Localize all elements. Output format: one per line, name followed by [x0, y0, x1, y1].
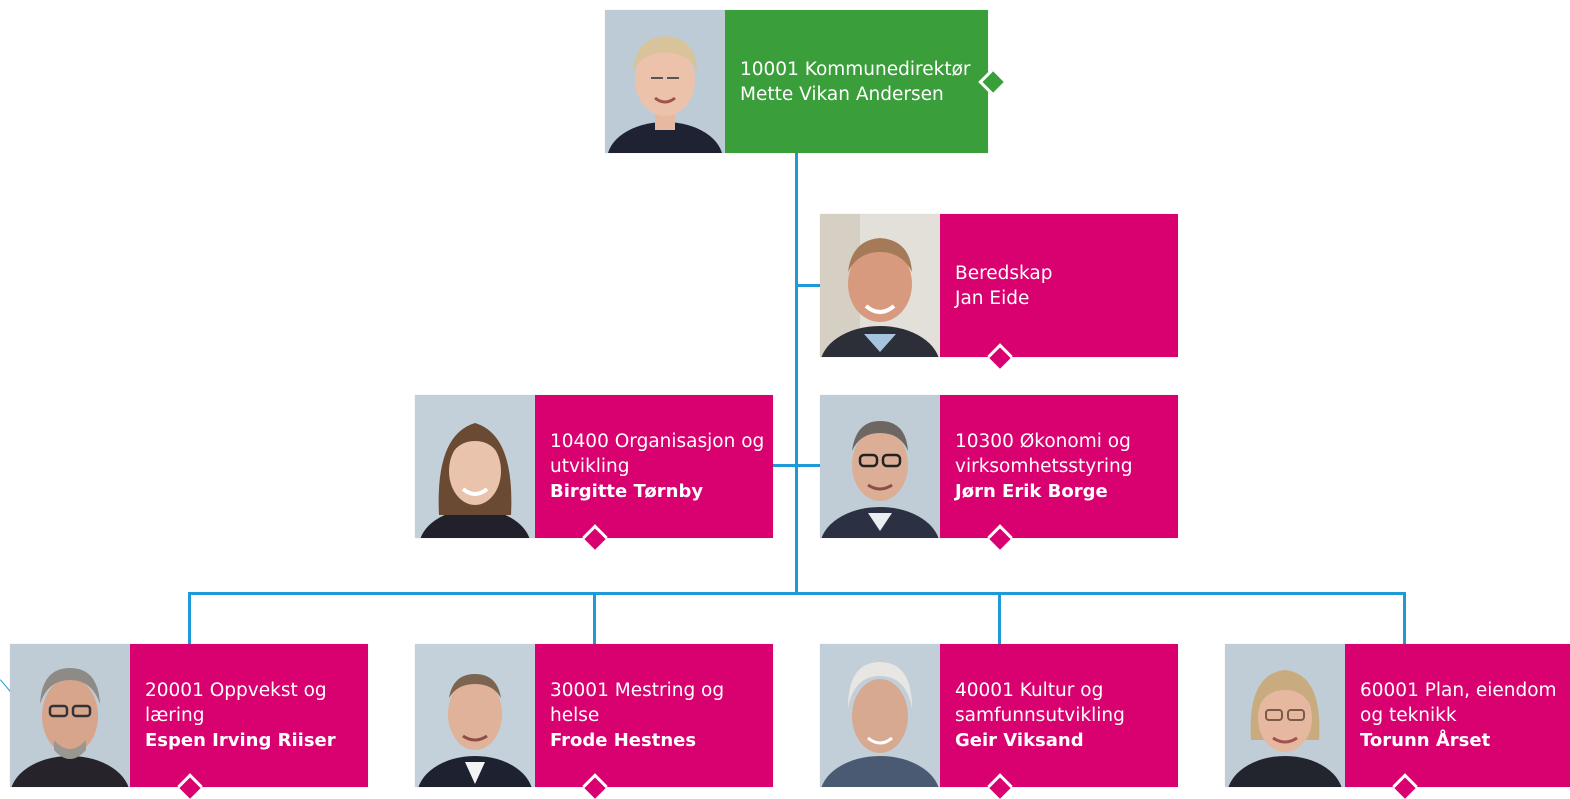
card-name: Mette Vikan Andersen	[740, 83, 944, 105]
card-info: 30001 Mestring og helse Frode Hestnes	[535, 644, 773, 787]
org-card-okonomi[interactable]: 10300 Økonomi og virksomhetsstyring Jørn…	[820, 395, 1178, 550]
avatar	[820, 214, 940, 357]
avatar	[10, 644, 130, 787]
card-title: 10400 Organisasjon og utvikling	[550, 431, 765, 477]
card-title: 10300 Økonomi og virksomhetsstyring	[955, 431, 1133, 477]
card-title: 60001 Plan, eiendom og teknikk	[1360, 680, 1557, 726]
card-title: Beredskap	[955, 262, 1053, 284]
card-name: Jan Eide	[955, 287, 1030, 309]
connector-beredskap	[795, 284, 820, 287]
card-title: 40001 Kultur og samfunnsutvikling	[955, 680, 1125, 726]
connector-mestring	[593, 592, 596, 644]
card-info: 10300 Økonomi og virksomhetsstyring Jørn…	[940, 395, 1178, 538]
org-card-root[interactable]: 10001 Kommunedirektør Mette Vikan Anders…	[605, 10, 1004, 153]
avatar	[605, 10, 725, 153]
card-info: Beredskap Jan Eide	[940, 214, 1178, 357]
card-info: 40001 Kultur og samfunnsutvikling Geir V…	[940, 644, 1178, 787]
org-card-oppvekst[interactable]: 20001 Oppvekst og læring Espen Irving Ri…	[10, 644, 368, 799]
org-card-plan[interactable]: 60001 Plan, eiendom og teknikk Torunn År…	[1225, 644, 1570, 799]
card-name: Geir Viksand	[955, 730, 1084, 751]
card-info: 60001 Plan, eiendom og teknikk Torunn År…	[1345, 644, 1570, 787]
card-name: Espen Irving Riiser	[145, 730, 336, 751]
card-name: Jørn Erik Borge	[955, 481, 1108, 502]
card-name: Frode Hestnes	[550, 730, 697, 751]
connector-trunk	[795, 152, 798, 595]
card-title: 30001 Mestring og helse	[550, 680, 725, 726]
card-title: 10001 Kommunedirektør	[740, 58, 971, 80]
avatar	[1225, 644, 1345, 787]
card-info: 10400 Organisasjon og utvikling Birgitte…	[535, 395, 773, 538]
avatar	[820, 644, 940, 787]
card-info: 20001 Oppvekst og læring Espen Irving Ri…	[130, 644, 368, 787]
card-info: 10001 Kommunedirektør Mette Vikan Anders…	[725, 10, 988, 153]
org-chart: 10001 Kommunedirektør Mette Vikan Anders…	[0, 10, 1570, 799]
org-card-beredskap[interactable]: Beredskap Jan Eide	[820, 214, 1178, 369]
org-card-organisasjon[interactable]: 10400 Organisasjon og utvikling Birgitte…	[415, 395, 773, 550]
avatar	[415, 395, 535, 538]
org-card-mestring[interactable]: 30001 Mestring og helse Frode Hestnes	[415, 644, 773, 799]
connector-oppvekst	[188, 592, 191, 644]
connector-plan	[1403, 592, 1406, 644]
connector-staff	[773, 464, 820, 467]
connector-units-bar	[188, 592, 1406, 595]
avatar	[415, 644, 535, 787]
card-title: 20001 Oppvekst og læring	[145, 680, 327, 726]
card-name: Birgitte Tørnby	[550, 481, 704, 502]
connector-kultur	[998, 592, 1001, 644]
card-name: Torunn Årset	[1360, 730, 1491, 751]
org-card-kultur[interactable]: 40001 Kultur og samfunnsutvikling Geir V…	[820, 644, 1178, 799]
avatar	[820, 395, 940, 538]
